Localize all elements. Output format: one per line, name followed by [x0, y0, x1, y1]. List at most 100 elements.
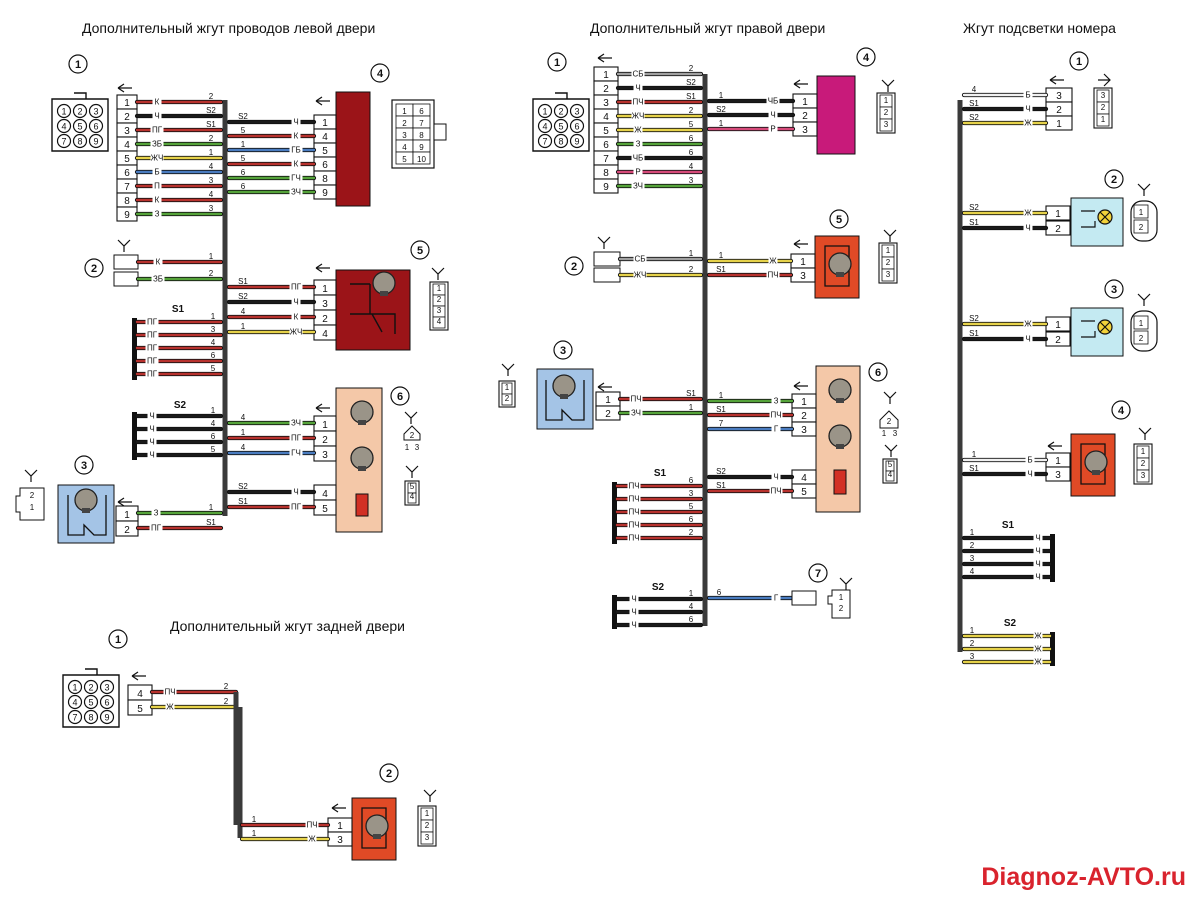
right-c2-wire-label-1: ЖЧ	[634, 271, 647, 280]
left-c1-plug-symbol	[117, 83, 132, 93]
left-c1-wire-label-1: Ч	[154, 112, 159, 121]
right-c6-pin-2: 2	[801, 411, 807, 422]
right-c7-marker-circle	[808, 563, 828, 583]
right-c5-wire-label-1-bg	[766, 269, 780, 279]
right-c6-plug-symbol	[793, 381, 808, 391]
plate-s2-label: S2	[1004, 618, 1017, 629]
right-c1-wire-end-6: 6	[689, 148, 694, 157]
rear-c1-face-pin-2-circle	[83, 679, 99, 695]
right-s1-wire-label-3: ПЧ	[628, 521, 639, 530]
left-c5-pin-1: 1	[322, 284, 328, 295]
plate-s1-label: S1	[1002, 520, 1015, 531]
right-c6-wire-label-0-bg	[771, 395, 781, 405]
plate-c3-face-socket	[1137, 293, 1151, 306]
right-c7-face-shell	[827, 589, 851, 619]
rear-c2-pin-1: 1	[337, 821, 343, 832]
left-c2-wire-label-1-bg	[151, 273, 165, 283]
rear-c2-wire-label-0-bg	[305, 819, 319, 829]
right-c5-plug-symbol	[793, 239, 808, 249]
right-c5-pin-3: 3	[800, 271, 806, 282]
plate-s1-bar	[1050, 534, 1055, 582]
right-c4-wire-label-1: Ч	[770, 111, 775, 120]
right-c4-marker: 4	[863, 52, 870, 64]
right-c7-marker: 7	[815, 568, 821, 580]
plate-c1-face-pin-2: 2	[1101, 103, 1106, 112]
left-c4-wire-label-3: К	[294, 160, 299, 169]
rear-c1-face-pin-5: 5	[88, 698, 93, 708]
left-c1-pin-7: 7	[124, 182, 130, 193]
rear-c2-pin-3: 3	[337, 835, 343, 846]
left-c3-face-shell	[15, 487, 45, 521]
left-c6-wire-start-4: S1	[238, 497, 248, 506]
left-c6-wire-label-3: Ч	[293, 488, 298, 497]
left-s1-wire-end-4: 5	[211, 364, 216, 373]
left-c4-marker-circle	[370, 63, 390, 83]
right-c2-marker: 2	[571, 261, 577, 273]
left-s1-wire-end-0: 1	[211, 312, 216, 321]
left-c5-pin-4: 4	[322, 329, 328, 340]
right-c7-face-pin-2: 2	[839, 604, 844, 613]
right-c1-wire-label-4-bg	[633, 124, 643, 134]
left-c5-motor	[372, 271, 396, 295]
rear-c1-face-pin-6-circle	[99, 694, 115, 710]
right-c1-wire-label-8: ЗЧ	[633, 182, 643, 191]
plate-c1-wire-label-1-bg	[1023, 103, 1033, 113]
right-c6-face-a-pin-2: 2	[887, 417, 892, 426]
left-c4-wire-label-5-bg	[289, 186, 303, 196]
left-c3-marker-circle	[74, 455, 94, 475]
left-c3-motor	[74, 488, 98, 512]
rear-c1-face-pin-2: 2	[88, 683, 93, 693]
plate-c1-pin-3: 3	[1056, 91, 1062, 102]
left-c1-wire-end-3: 2	[209, 134, 214, 143]
left-c3-face-socket	[24, 469, 38, 482]
plate-s2-wire-start-1: 2	[970, 639, 975, 648]
plate-c3-pin-2: 2	[1055, 335, 1061, 346]
right-s1-wire-label-0: ПЧ	[628, 482, 639, 491]
left-c4-wire-start-3: 5	[241, 154, 246, 163]
right-c2-wire-end-1: 2	[689, 265, 694, 274]
left-c3-plug-symbol	[117, 497, 132, 507]
right-c6-face-a-shell	[879, 410, 899, 429]
left-c4-wire-label-4: ГЧ	[291, 174, 301, 183]
left-c5-face-pin-4: 4	[437, 317, 442, 326]
left-c4-pin-5: 9	[322, 188, 328, 199]
left-s1-wire-label-2: ПГ	[147, 344, 158, 353]
left-c1-wire-label-5-bg	[152, 166, 162, 176]
rear-c2-wire-label-1: Ж	[308, 835, 316, 844]
right-c7-wire-start: 6	[717, 588, 722, 597]
right-c6-wire-label-2-bg	[771, 423, 781, 433]
left-c6-marker-circle	[390, 386, 410, 406]
right-c1-pin-7: 7	[603, 154, 609, 165]
left-c6-plug-symbol	[315, 403, 330, 413]
plate-c1-wire-label-1: Ч	[1025, 105, 1030, 114]
left-c5-wire-start-1: S2	[238, 292, 248, 301]
right-c1-face-pin-3-circle	[569, 103, 585, 119]
plate-c2-face-pin-2: 2	[1139, 223, 1144, 232]
right-c6-b-motor-shaft	[836, 444, 844, 449]
left-c6-pin-5: 5	[322, 504, 328, 515]
left-c4-face-pin-4: 4	[402, 143, 407, 152]
left-c1-wire-label-4-bg	[150, 152, 164, 162]
rear-c1-wire-label-0-bg	[163, 686, 177, 696]
plate-c3-marker: 3	[1111, 284, 1117, 296]
rear-c2-wire-start-1: 1	[252, 829, 257, 838]
right-c1-face-pin-2-circle	[553, 103, 569, 119]
left-c2-wire-label-0-bg	[153, 256, 163, 266]
right-c4-pin-3: 3	[802, 125, 808, 136]
plate-s2-wire-label-2: Ж	[1034, 658, 1042, 667]
plate-c4-marker-circle	[1111, 400, 1131, 420]
left-c4-face-pin-7: 7	[419, 119, 424, 128]
left-c1-wire-label-7: К	[155, 196, 160, 205]
left-s2-label: S2	[174, 400, 187, 411]
plate-c2-wire-label-1: Ч	[1025, 224, 1030, 233]
right-s1-wire-end-4: 2	[689, 528, 694, 537]
left-c1-face-pin-4-circle	[56, 118, 72, 134]
left-c4-face-cell-9	[412, 151, 431, 165]
rear-c1-pin-4: 4	[137, 689, 143, 700]
left-c6-wire-label-2-bg	[289, 447, 303, 457]
plate-c2-body	[1070, 197, 1124, 247]
rear-c1-face-pin-3: 3	[104, 683, 109, 693]
left-c5-wire-label-0: ПГ	[291, 283, 302, 292]
